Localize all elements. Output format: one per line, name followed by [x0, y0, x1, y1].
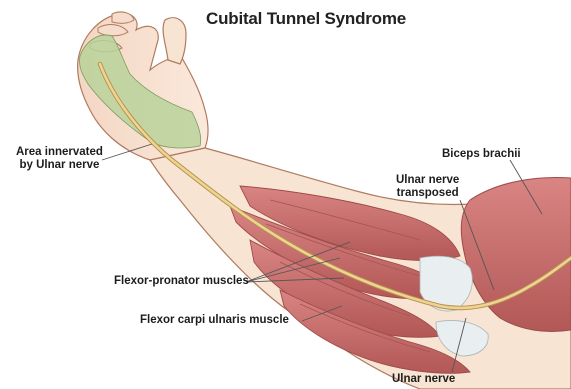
- label-ulnar-transposed-line2: transposed: [396, 187, 459, 200]
- label-flexor-pronator: Flexor-pronator muscles: [114, 275, 249, 288]
- label-ulnar-transposed-line1: Ulnar nerve: [396, 174, 459, 187]
- label-ulnar-nerve-transposed: Ulnar nerve transposed: [396, 174, 459, 200]
- label-biceps-brachii: Biceps brachii: [442, 148, 521, 161]
- diagram-title: Cubital Tunnel Syndrome: [206, 9, 406, 29]
- label-area-innervated-line1: Area innervated: [16, 146, 103, 159]
- label-flexor-carpi-ulnaris: Flexor carpi ulnaris muscle: [140, 314, 289, 327]
- label-area-innervated: Area innervated by Ulnar nerve: [16, 146, 103, 172]
- label-ulnar-nerve: Ulnar nerve: [392, 373, 455, 386]
- label-area-innervated-line2: by Ulnar nerve: [16, 159, 103, 172]
